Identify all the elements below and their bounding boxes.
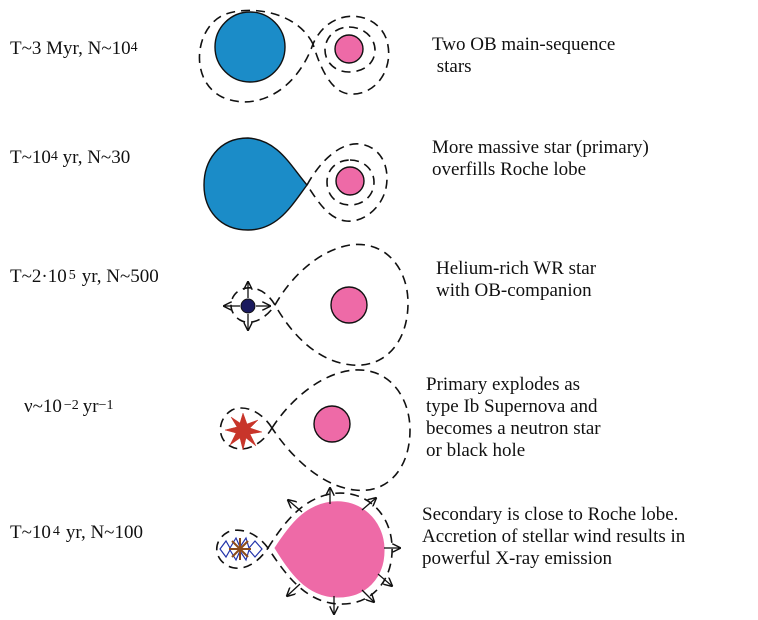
roche-lobe-outline	[306, 143, 388, 222]
description-line: Primary explodes as	[426, 374, 581, 395]
wind-arrow	[288, 500, 303, 513]
roche-lobe-outline	[324, 26, 376, 73]
supernova-icon	[224, 412, 263, 451]
description-line: with OB-companion	[436, 280, 592, 301]
description-line: Helium-rich WR star	[436, 258, 597, 279]
secondary-star	[335, 166, 365, 196]
roche-lobe-outline	[215, 529, 269, 570]
description-line: overfills Roche lobe	[432, 159, 587, 180]
wind-arrow	[287, 583, 301, 596]
wind-arrow	[361, 589, 374, 602]
description-line: Accretion of stellar wind results in	[422, 526, 686, 547]
roche-lobe-outline	[198, 9, 390, 103]
accretion-disk-icon	[219, 536, 263, 562]
stage-5-description: Secondary is close to Roche lobe. Accret…	[422, 504, 685, 570]
secondary-star	[334, 34, 364, 64]
description-line: Secondary is close to Roche lobe.	[422, 504, 679, 525]
primary-star	[214, 11, 286, 83]
stage-1-system	[198, 9, 390, 103]
description-line: becomes a neutron star	[426, 418, 601, 439]
stage-4-system	[219, 369, 411, 492]
primary-star	[203, 137, 308, 231]
secondary-star	[313, 405, 351, 443]
stage-3-description: Helium-rich WR star with OB-companion	[436, 258, 596, 302]
stage-1-label: T~3 Myr, N~104	[10, 38, 138, 59]
wind-arrow	[377, 573, 392, 586]
stage-3-system	[224, 243, 409, 366]
stage-2-description: More massive star (primary) overfills Ro…	[432, 137, 649, 181]
roche-lobe-outline	[274, 243, 409, 366]
description-line: or black hole	[426, 440, 526, 461]
secondary-star	[274, 501, 385, 598]
stage-5-system	[215, 488, 400, 614]
stage-2-system	[203, 137, 388, 231]
secondary-star	[330, 286, 368, 324]
description-line: powerful X-ray emission	[422, 548, 612, 569]
wind-arrow	[361, 498, 376, 511]
description-line: type Ib Supernova and	[426, 396, 598, 417]
stage-1-description: Two OB main-sequence stars	[432, 34, 615, 78]
compact-object-icon	[229, 538, 251, 560]
description-line: More massive star (primary)	[432, 137, 649, 158]
stage-4-description: Primary explodes as type Ib Supernova an…	[426, 374, 601, 462]
roche-lobe-outline	[271, 369, 411, 492]
description-line: stars	[432, 56, 472, 77]
wr-star	[240, 298, 256, 314]
stage-2-label: T~104 yr, N~30	[10, 147, 131, 168]
description-line: Two OB main-sequence	[432, 34, 616, 55]
roche-lobe-outline	[267, 492, 393, 605]
